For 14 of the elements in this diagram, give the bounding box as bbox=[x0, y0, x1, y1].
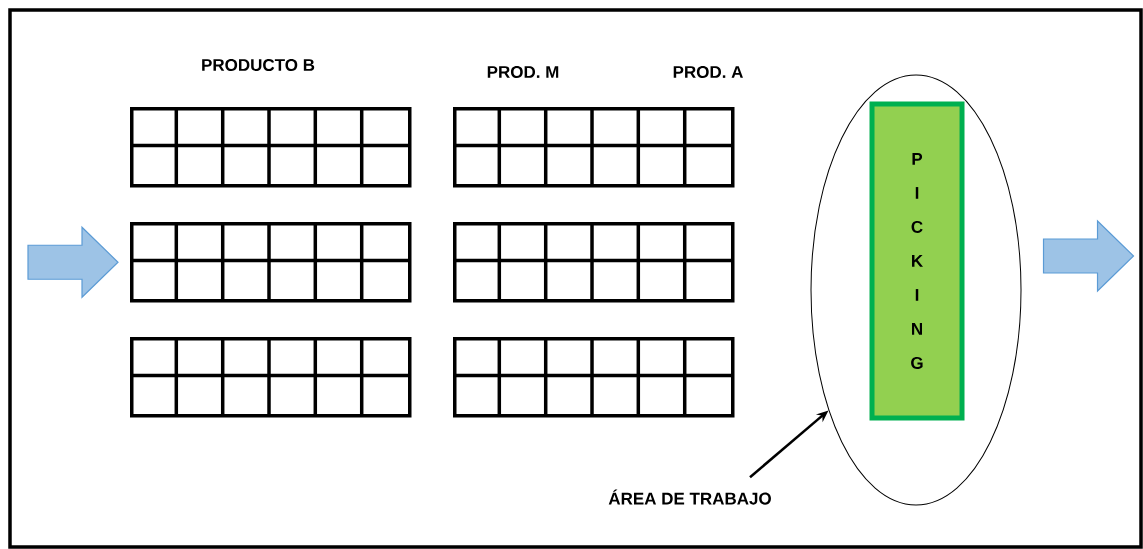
rack-grid bbox=[130, 107, 412, 188]
rack-grid bbox=[130, 337, 412, 418]
rack-grid bbox=[130, 222, 412, 303]
rack-grid bbox=[453, 107, 735, 188]
work-area-ellipse bbox=[810, 74, 1022, 506]
product-label: PROD. A bbox=[673, 66, 743, 79]
block-arrow bbox=[27, 225, 119, 299]
product-label: PRODUCTO B bbox=[202, 59, 315, 72]
product-label: PROD. M bbox=[487, 66, 559, 79]
area-label: ÁREA DE TRABAJO bbox=[608, 489, 771, 505]
block-arrow bbox=[1042, 219, 1135, 293]
picking-box: P I C K I N G bbox=[869, 101, 965, 421]
rack-grid bbox=[453, 337, 735, 418]
rack-grid bbox=[453, 222, 735, 303]
